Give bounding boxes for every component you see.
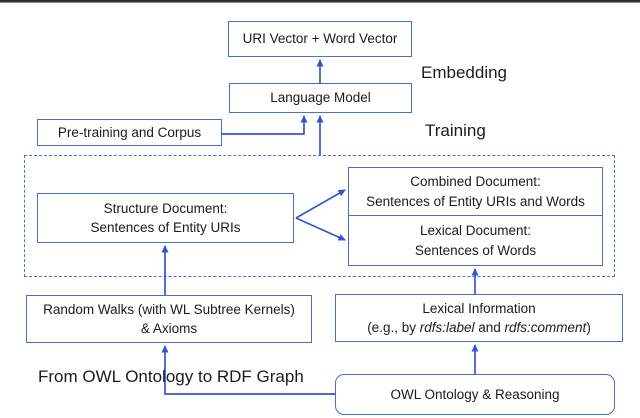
lexinfo-rdfs-comment: rdfs:comment <box>504 320 587 335</box>
box-random-walks: Random Walks (with WL Subtree Kernels) &… <box>26 295 312 343</box>
box-owl-ontology-reasoning: OWL Ontology & Reasoning <box>335 374 615 415</box>
arrow-pretraining-to-languagemodel <box>222 115 308 135</box>
pretraining-corpus-label: Pre-training and Corpus <box>57 124 202 140</box>
lexinfo-text-suffix: ) <box>586 320 591 335</box>
arrow-structure-to-combined <box>295 189 346 219</box>
random-walks-title: Random Walks (with WL Subtree Kernels) <box>43 301 295 317</box>
lexical-document-subtitle: Sentences of Words <box>414 242 537 258</box>
arrow-owlontology-to-randomwalks <box>161 345 335 395</box>
page-top-rule <box>0 0 640 3</box>
combined-document-title: Combined Document: <box>410 174 541 190</box>
box-structure-document: Structure Document: Sentences of Entity … <box>37 193 294 243</box>
label-embedding: Embedding <box>421 63 508 82</box>
box-language-model: Language Model <box>229 83 412 113</box>
lexical-information-subtitle: (e.g., by rdfs:label and rdfs:comment) <box>367 318 591 337</box>
structure-document-subtitle: Sentences of Entity URIs <box>90 220 241 235</box>
random-walks-subtitle: & Axioms <box>140 321 198 336</box>
lexical-information-title: Lexical Information <box>422 300 536 316</box>
structure-document-title: Structure Document: <box>103 200 228 216</box>
lexinfo-text-mid: and <box>474 320 505 335</box>
language-model-label: Language Model <box>270 90 371 106</box>
box-lexical-information: Lexical Information (e.g., by rdfs:label… <box>335 294 623 342</box>
box-lexical-document: Lexical Document: Sentences of Words <box>348 216 603 266</box>
box-uri-vector: URI Vector + Word Vector <box>228 21 412 57</box>
combined-document-subtitle: Sentences of Entity URIs and Words <box>366 193 585 209</box>
label-from-owl-to-rdf: From OWL Ontology to RDF Graph <box>38 367 304 386</box>
label-training: Training <box>425 121 486 140</box>
lexinfo-rdfs-label: rdfs:label <box>419 320 475 335</box>
documents-dashed-region <box>24 155 615 277</box>
owl-ontology-reasoning-label: OWL Ontology & Reasoning <box>390 386 560 402</box>
box-pretraining-corpus: Pre-training and Corpus <box>37 119 222 146</box>
arrow-structure-to-lexicaldoc <box>295 217 346 241</box>
lexinfo-text-prefix: (e.g., by <box>367 320 420 335</box>
box-combined-document: Combined Document: Sentences of Entity U… <box>348 167 603 216</box>
uri-vector-label: URI Vector + Word Vector <box>242 31 398 47</box>
lexical-document-title: Lexical Document: <box>419 223 532 239</box>
